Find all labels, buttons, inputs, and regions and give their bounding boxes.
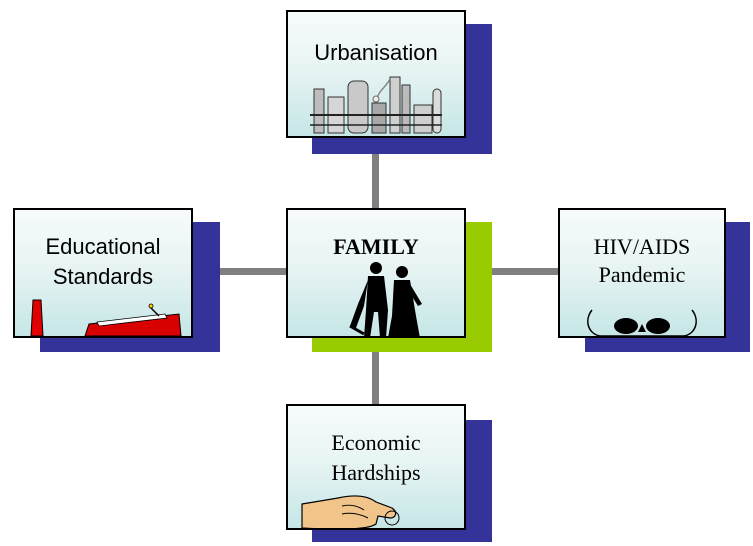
node-hiv-aids-pandemic: HIV/AIDS Pandemic: [558, 208, 726, 338]
connector-left: [192, 268, 287, 275]
couple-silhouette-icon: [349, 262, 422, 336]
node-hiv-aids-pandemic-line2: Pandemic: [598, 262, 686, 287]
factory-icon: [310, 76, 442, 134]
node-hiv-aids-pandemic-line1: HIV/AIDS: [593, 234, 691, 259]
connector-right: [465, 268, 560, 275]
node-family: FAMILY: [286, 208, 466, 338]
node-urbanisation: Urbanisation: [286, 10, 466, 138]
node-urbanisation-label: Urbanisation: [314, 40, 438, 65]
connector-top: [372, 150, 379, 210]
node-economic-hardships-line1: Economic: [331, 430, 421, 455]
node-educational-standards-line1: Educational: [45, 234, 161, 259]
node-educational-standards: Educational Standards: [13, 208, 193, 338]
connector-bottom: [372, 340, 379, 410]
node-family-label: FAMILY: [333, 234, 419, 259]
node-economic-hardships-line2: Hardships: [331, 460, 421, 485]
node-educational-standards-line2: Standards: [52, 264, 154, 289]
skull-icon: [587, 309, 697, 336]
node-economic-hardships: Economic Hardships: [286, 404, 466, 530]
hand-icon: [301, 495, 400, 528]
red-objects-icon: [30, 299, 182, 336]
